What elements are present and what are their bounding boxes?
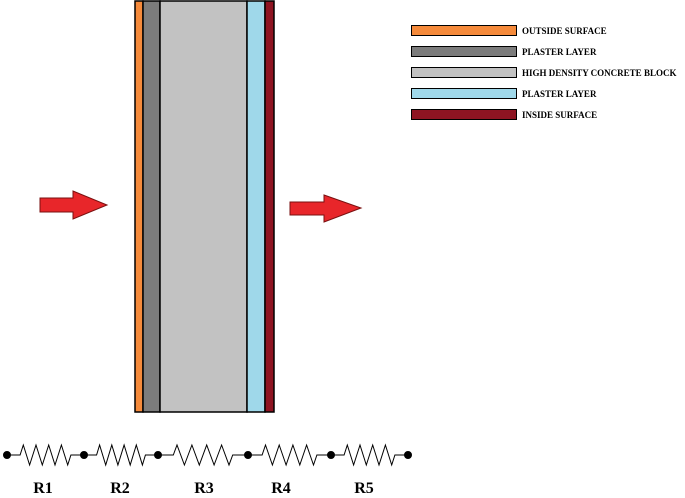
heat-out-arrow [289, 194, 363, 223]
inside-surface-layer [264, 0, 275, 413]
outside-surface-layer [134, 0, 144, 413]
concrete-block-layer [159, 0, 248, 413]
resistor-1 [7, 443, 84, 467]
resistor-4 [248, 443, 331, 467]
legend-swatch [411, 46, 517, 57]
plaster-layer-inner [246, 0, 266, 413]
resistor-network [3, 443, 412, 467]
heat-in-arrow [39, 190, 109, 220]
plaster-layer-outer [142, 0, 161, 413]
circuit-node [327, 451, 335, 459]
legend-label: PLASTER LAYER [522, 47, 597, 57]
resistor-5 [331, 443, 408, 467]
resistor-label-r3: R3 [194, 480, 214, 497]
legend-label: INSIDE SURFACE [522, 110, 598, 120]
legend-label: OUTSIDE SURFACE [522, 26, 607, 36]
circuit-node [154, 451, 162, 459]
resistor-label-r1: R1 [33, 480, 53, 497]
legend-swatch [411, 88, 517, 99]
circuit-node [80, 451, 88, 459]
legend-label: PLASTER LAYER [522, 89, 597, 99]
legend-swatch [411, 109, 517, 120]
resistor-label-r4: R4 [271, 480, 291, 497]
circuit-node [404, 451, 412, 459]
legend-label: HIGH DENSITY CONCRETE BLOCK [522, 68, 677, 78]
legend-swatch [411, 25, 517, 36]
circuit-node [244, 451, 252, 459]
resistor-2 [84, 443, 158, 467]
resistor-3 [158, 443, 248, 467]
resistor-label-r2: R2 [110, 480, 130, 497]
legend-swatch [411, 67, 517, 78]
circuit-node [3, 451, 11, 459]
resistor-label-r5: R5 [354, 480, 374, 497]
